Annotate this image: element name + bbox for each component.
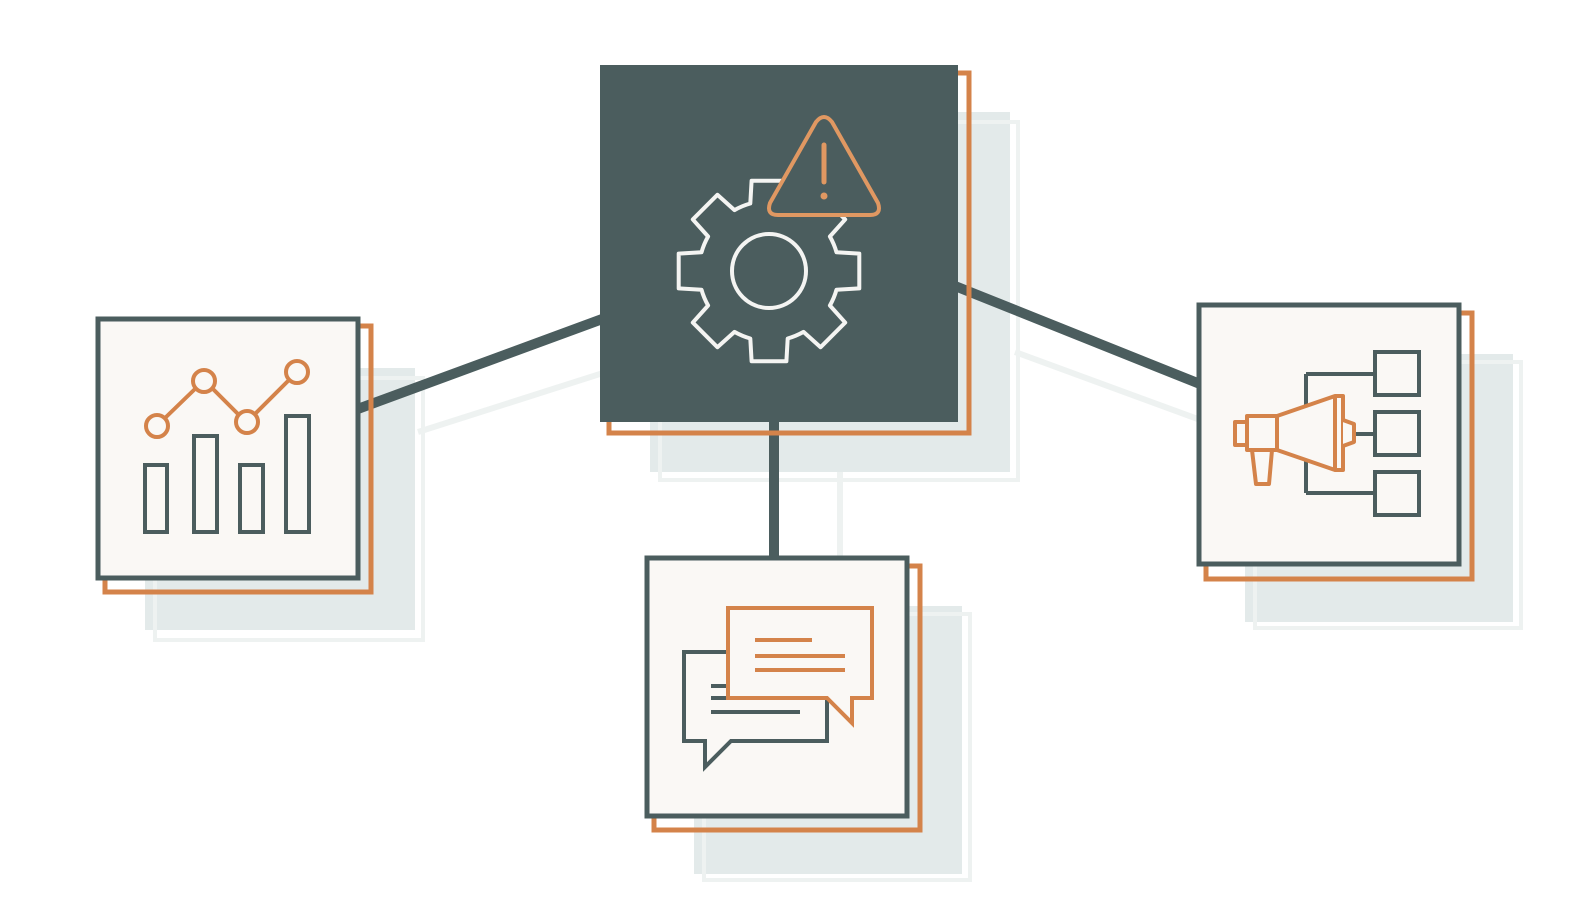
chart-bar: [143, 463, 169, 534]
hierarchy-box: [1373, 410, 1421, 457]
hierarchy-box: [1373, 350, 1421, 397]
connectors: [353, 281, 1202, 560]
connector-left: [353, 313, 607, 415]
messaging-panel: [644, 555, 923, 833]
hub-panel: [600, 65, 972, 436]
warning-icon: [767, 115, 881, 217]
chart-point: [144, 413, 170, 439]
chart-point: [191, 368, 217, 394]
megaphone-icon: [1233, 394, 1356, 486]
chat-bubble-front: [726, 606, 874, 728]
chart-bar: [284, 414, 311, 534]
analytics-panel: [95, 316, 374, 595]
connector-right: [953, 281, 1202, 389]
chart-point: [284, 359, 310, 385]
chart-bar: [238, 463, 265, 534]
chat-bubbles-icon: [682, 606, 874, 772]
chart-trend-line: [163, 379, 290, 420]
hierarchy-box: [1373, 470, 1421, 517]
chart-point: [234, 409, 260, 435]
chart-bar: [192, 434, 219, 534]
broadcast-panel: [1196, 302, 1475, 582]
bar-line-chart-icon: [143, 359, 311, 534]
